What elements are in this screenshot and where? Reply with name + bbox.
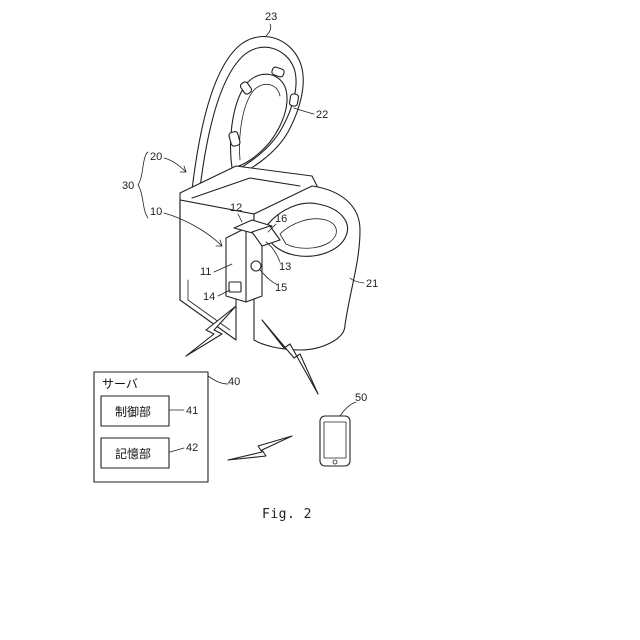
ref-13: 13 — [279, 261, 291, 273]
ref-10: 10 — [150, 206, 162, 218]
ref-21: 21 — [366, 278, 378, 290]
ref-15: 15 — [275, 282, 287, 294]
ref-11: 11 — [200, 266, 211, 278]
ref-40: 40 — [228, 376, 240, 388]
toilet-bowl — [254, 186, 360, 350]
ref-30: 30 — [122, 180, 134, 192]
server-block: サーバ 制御部 記憶部 40 41 42 — [94, 372, 240, 482]
storage-unit-label: 記憶部 — [115, 446, 151, 461]
ref-42: 42 — [186, 442, 198, 454]
ref-14: 14 — [203, 291, 215, 303]
ref-16: 16 — [275, 213, 287, 225]
ref-12: 12 — [230, 202, 242, 214]
ref-23: 23 — [265, 11, 277, 23]
ref-50: 50 — [355, 392, 367, 404]
smartphone: 50 — [320, 392, 367, 466]
ref-41: 41 — [186, 405, 198, 417]
control-unit-label: 制御部 — [115, 404, 151, 419]
server-title: サーバ — [102, 377, 138, 391]
ref-22: 22 — [316, 109, 328, 121]
ref-20: 20 — [150, 151, 162, 163]
figure-caption: Fig. 2 — [262, 507, 312, 522]
